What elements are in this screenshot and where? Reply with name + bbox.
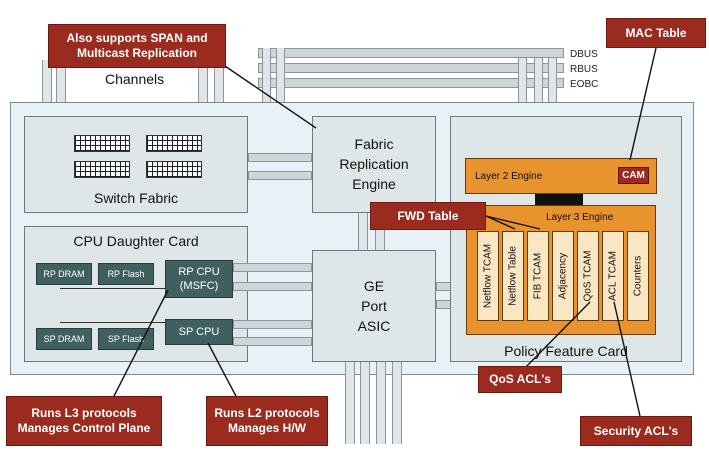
channel-stub [214,60,224,105]
rp-cpu: RP CPU (MSFC) [165,260,233,298]
layer3-label: Layer 3 Engine [546,212,614,223]
table-netflow-tcam: Netflow TCAM [477,231,499,321]
table-netflow-table: Netflow Table [502,231,524,321]
cpu-connector [233,263,312,272]
rbus-line [258,63,564,73]
switch-fabric-label: Switch Fabric [93,190,179,206]
fabric-chip [74,161,130,178]
cpu-connector [233,282,312,291]
replication-connector [358,213,368,251]
leader-qos [522,301,591,371]
bus-drop [534,58,543,105]
fabric-connector [248,171,312,180]
leader-span [221,63,317,129]
fabric-chip [146,135,202,152]
ge-port-asic-label: GE Port ASIC [357,278,391,334]
ge-port-stub [360,362,370,444]
bus-drop [262,48,271,105]
ge-port-stub [345,362,355,444]
callout-fwd-table: FWD Table [370,202,486,230]
ge-port-asic [312,250,436,362]
callout-mac-table: MAC Table [606,18,706,48]
channel-stub [198,60,208,105]
pfc-label: Policy Feature Card [504,343,628,359]
fabric-replication-label: Fabric Replication Engine [339,136,409,192]
cpu-card-label: CPU Daughter Card [73,233,199,249]
callout-security-acl: Security ACL's [580,416,692,446]
dbus-label: DBUS [570,49,598,60]
callout-l3-protocols: Runs L3 protocols Manages Control Plane [6,396,162,446]
callout-l2-protocols: Runs L2 protocols Manages H/W [206,396,328,446]
leader-l3 [111,289,169,401]
fabric-chip [146,161,202,178]
leader-fwd [485,215,541,230]
rp-dram: RP DRAM [36,263,92,285]
bus-drop [518,58,527,105]
leader-fwd [485,215,516,230]
sp-bus-line [60,322,165,323]
leader-mac [629,47,657,161]
fabric-connector [248,153,312,162]
table-qos-tcam: QoS TCAM [577,231,599,321]
rp-bus-line [60,288,165,289]
channels-label: Channels [105,71,165,87]
table-acl-tcam: ACL TCAM [602,231,624,321]
replication-connector [375,213,385,251]
table-counters: Counters [627,231,649,321]
sp-dram: SP DRAM [36,328,92,350]
eobc-line [258,78,564,88]
switch-fabric [24,116,248,213]
dbus-line [258,48,564,58]
fabric-replication-engine [312,116,436,213]
cpu-connector [233,337,312,346]
cam-chip: CAM [618,167,649,184]
layer2-label: Layer 2 Engine [475,171,543,182]
fabric-chip [74,135,130,152]
layer2-layer3-link [535,194,583,205]
cpu-connector [233,320,312,329]
ge-port-stub [376,362,386,444]
callout-qos-acl: QoS ACL's [478,366,562,393]
bus-drop [276,48,285,105]
ge-port-stub [392,362,402,444]
bus-drop [548,58,557,105]
rp-flash: RP Flash [98,263,154,285]
sp-cpu: SP CPU [165,319,233,345]
channel-stub [56,60,66,105]
callout-span-multicast: Also supports SPAN and Multicast Replica… [48,24,226,68]
rbus-label: RBUS [570,64,598,75]
eobc-label: EOBC [570,79,599,90]
table-adjacency: Adjacency [552,231,574,321]
leader-l2 [207,342,239,401]
channel-stub [42,60,52,105]
leader-security [613,301,641,417]
table-fib-tcam: FIB TCAM [527,231,549,321]
